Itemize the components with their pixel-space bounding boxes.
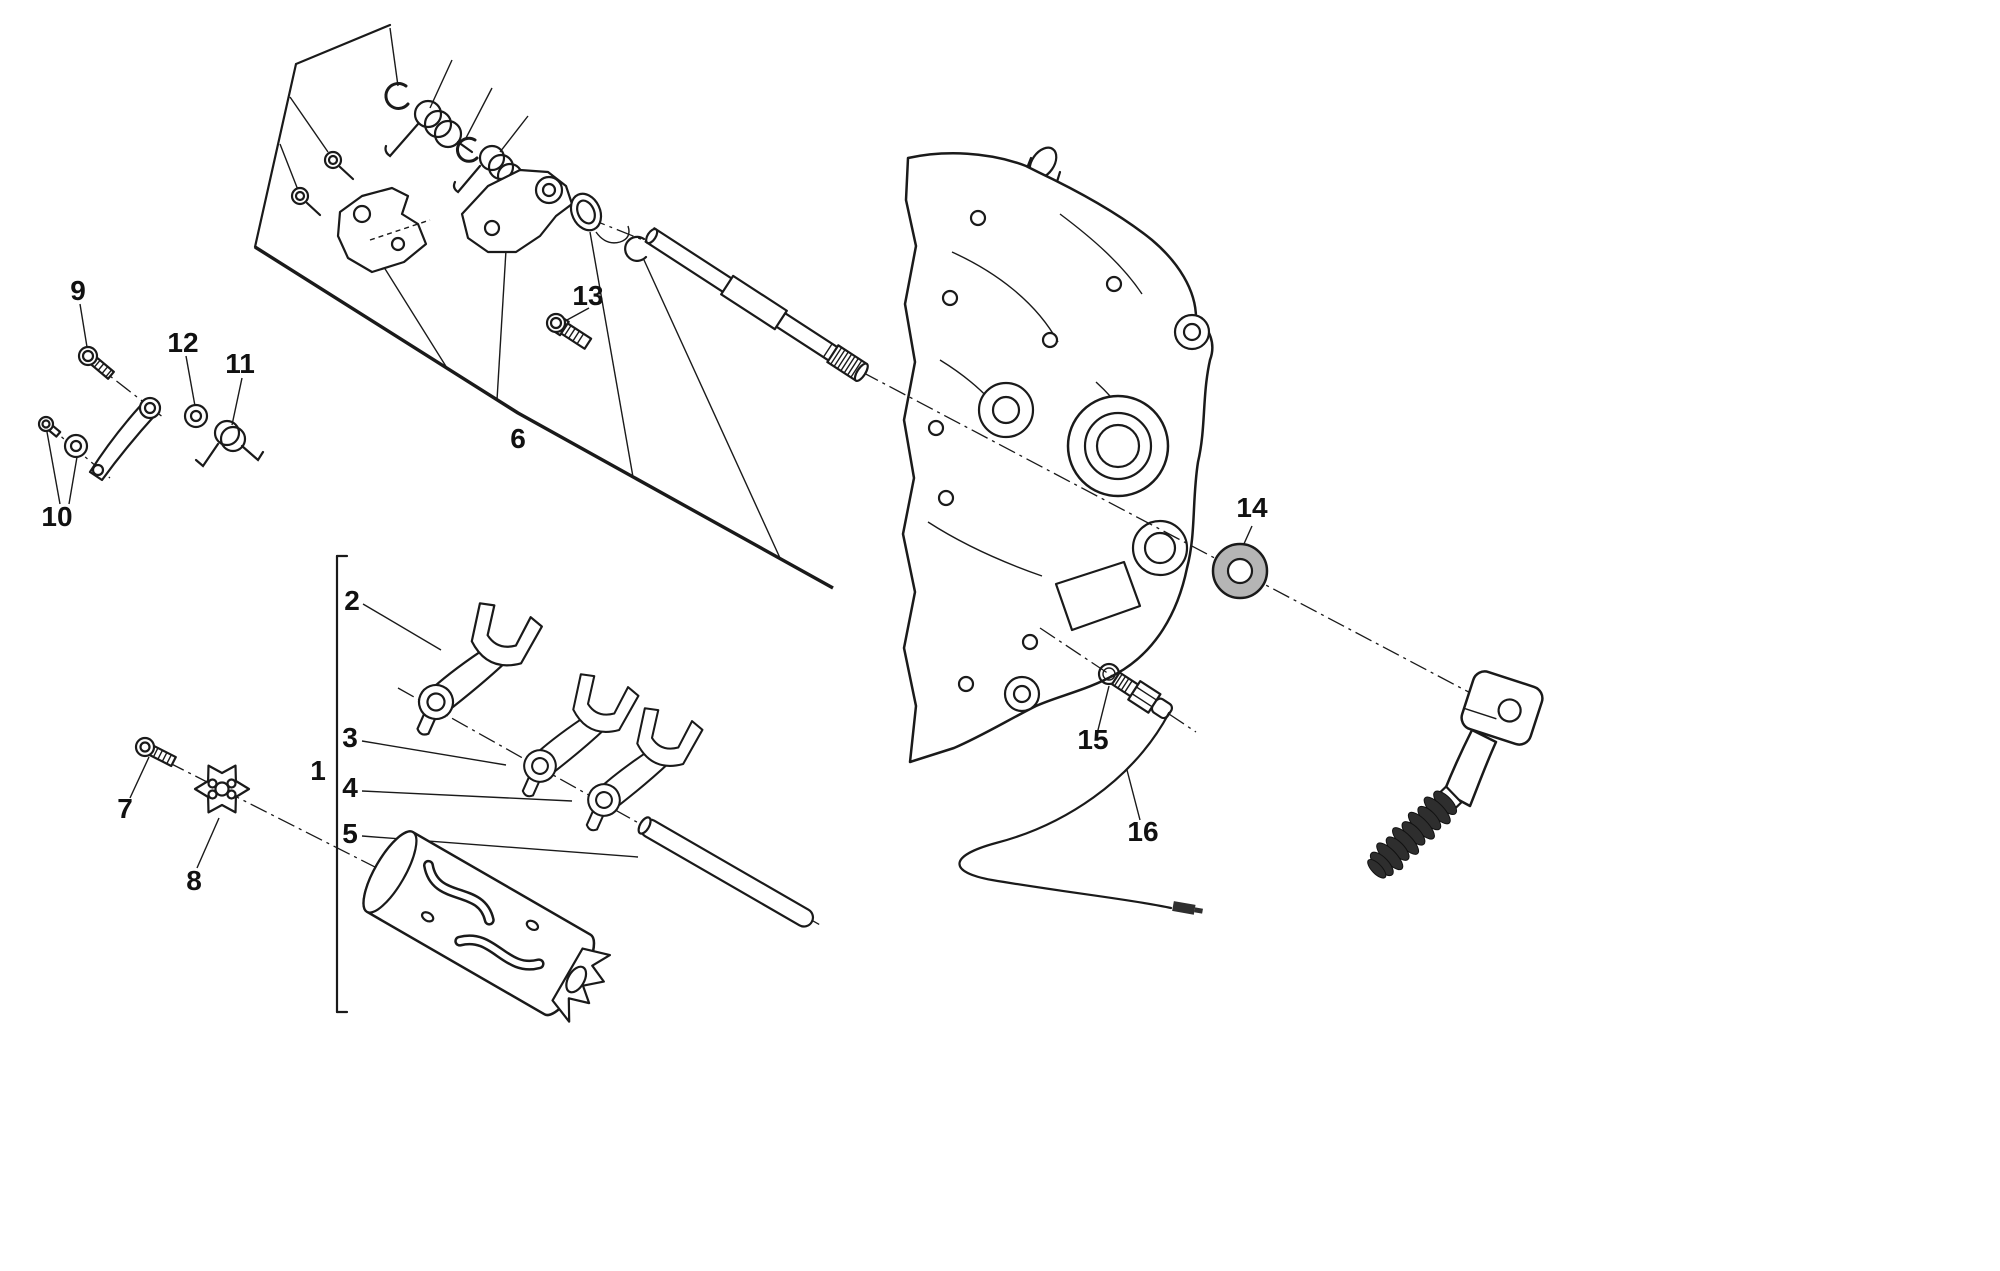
shift-fork-2	[405, 588, 545, 762]
callout-labels: 1 2 3 4 5 6 7 8 9 10 11 12 13 14 15 16	[41, 275, 1268, 896]
callout-6: 6	[510, 423, 526, 454]
circlip-icon	[384, 81, 410, 110]
stopper-bolt	[545, 312, 593, 350]
callout-15: 15	[1077, 724, 1108, 755]
torsion-spring-11	[194, 419, 265, 468]
engine-crankcase	[901, 146, 1214, 764]
gear-change-mechanism-group	[290, 81, 648, 274]
bracket-6	[253, 23, 834, 590]
gear-shift-pedal	[1367, 670, 1544, 879]
pedal-arm	[1442, 728, 1498, 808]
star-plate-8	[193, 764, 251, 814]
screw-7	[134, 736, 177, 768]
stopper-lever-arm	[88, 396, 162, 482]
neutral-switch-sensor	[1110, 671, 1174, 720]
shift-pawl-plate	[336, 186, 431, 274]
callout-8: 8	[186, 865, 202, 896]
callout-5: 5	[342, 818, 358, 849]
callout-3: 3	[342, 722, 358, 753]
return-spring	[384, 99, 474, 158]
washer-10	[63, 433, 89, 459]
pivot-pin	[290, 186, 322, 217]
callout-4: 4	[342, 772, 358, 803]
bushing-14	[1211, 542, 1269, 600]
callout-9: 9	[70, 275, 86, 306]
group-6-leader-lines	[279, 27, 781, 559]
callout-7: 7	[117, 793, 133, 824]
crankcase-outline	[901, 152, 1214, 764]
c-clip-icon	[624, 235, 648, 262]
callout-14: 14	[1236, 492, 1268, 523]
shift-drum	[362, 830, 612, 1023]
thrust-washer	[569, 192, 603, 232]
stopper-lever-group	[37, 345, 265, 482]
sensor-cable-16	[958, 711, 1203, 915]
cable-connector	[1172, 901, 1203, 915]
sensor-boss	[1054, 560, 1142, 632]
hook-spring	[595, 225, 630, 244]
pedal-rubber-grip	[1367, 785, 1463, 879]
callout-13: 13	[572, 280, 603, 311]
fork-shaft-5	[637, 816, 815, 928]
drum-grooves	[422, 859, 545, 971]
gear-shift-shaft	[644, 227, 869, 383]
spline-hatching	[830, 347, 863, 378]
bolt-10	[37, 415, 62, 438]
callout-1: 1	[310, 755, 326, 786]
bracket-1	[335, 554, 349, 1014]
pivot-pin	[323, 150, 355, 181]
pawl-spring	[452, 144, 524, 194]
screw-9	[77, 345, 115, 380]
callout-2: 2	[344, 585, 360, 616]
gear-change-plate	[460, 168, 574, 254]
circlip-icon	[455, 136, 479, 163]
callout-10: 10	[41, 501, 72, 532]
washer-12	[183, 403, 209, 429]
pedal-clamp	[1460, 670, 1544, 746]
callout-11: 11	[225, 348, 255, 379]
callout-12: 12	[167, 327, 198, 358]
centerline-main-axis	[861, 371, 1498, 708]
callout-16: 16	[1127, 816, 1158, 847]
